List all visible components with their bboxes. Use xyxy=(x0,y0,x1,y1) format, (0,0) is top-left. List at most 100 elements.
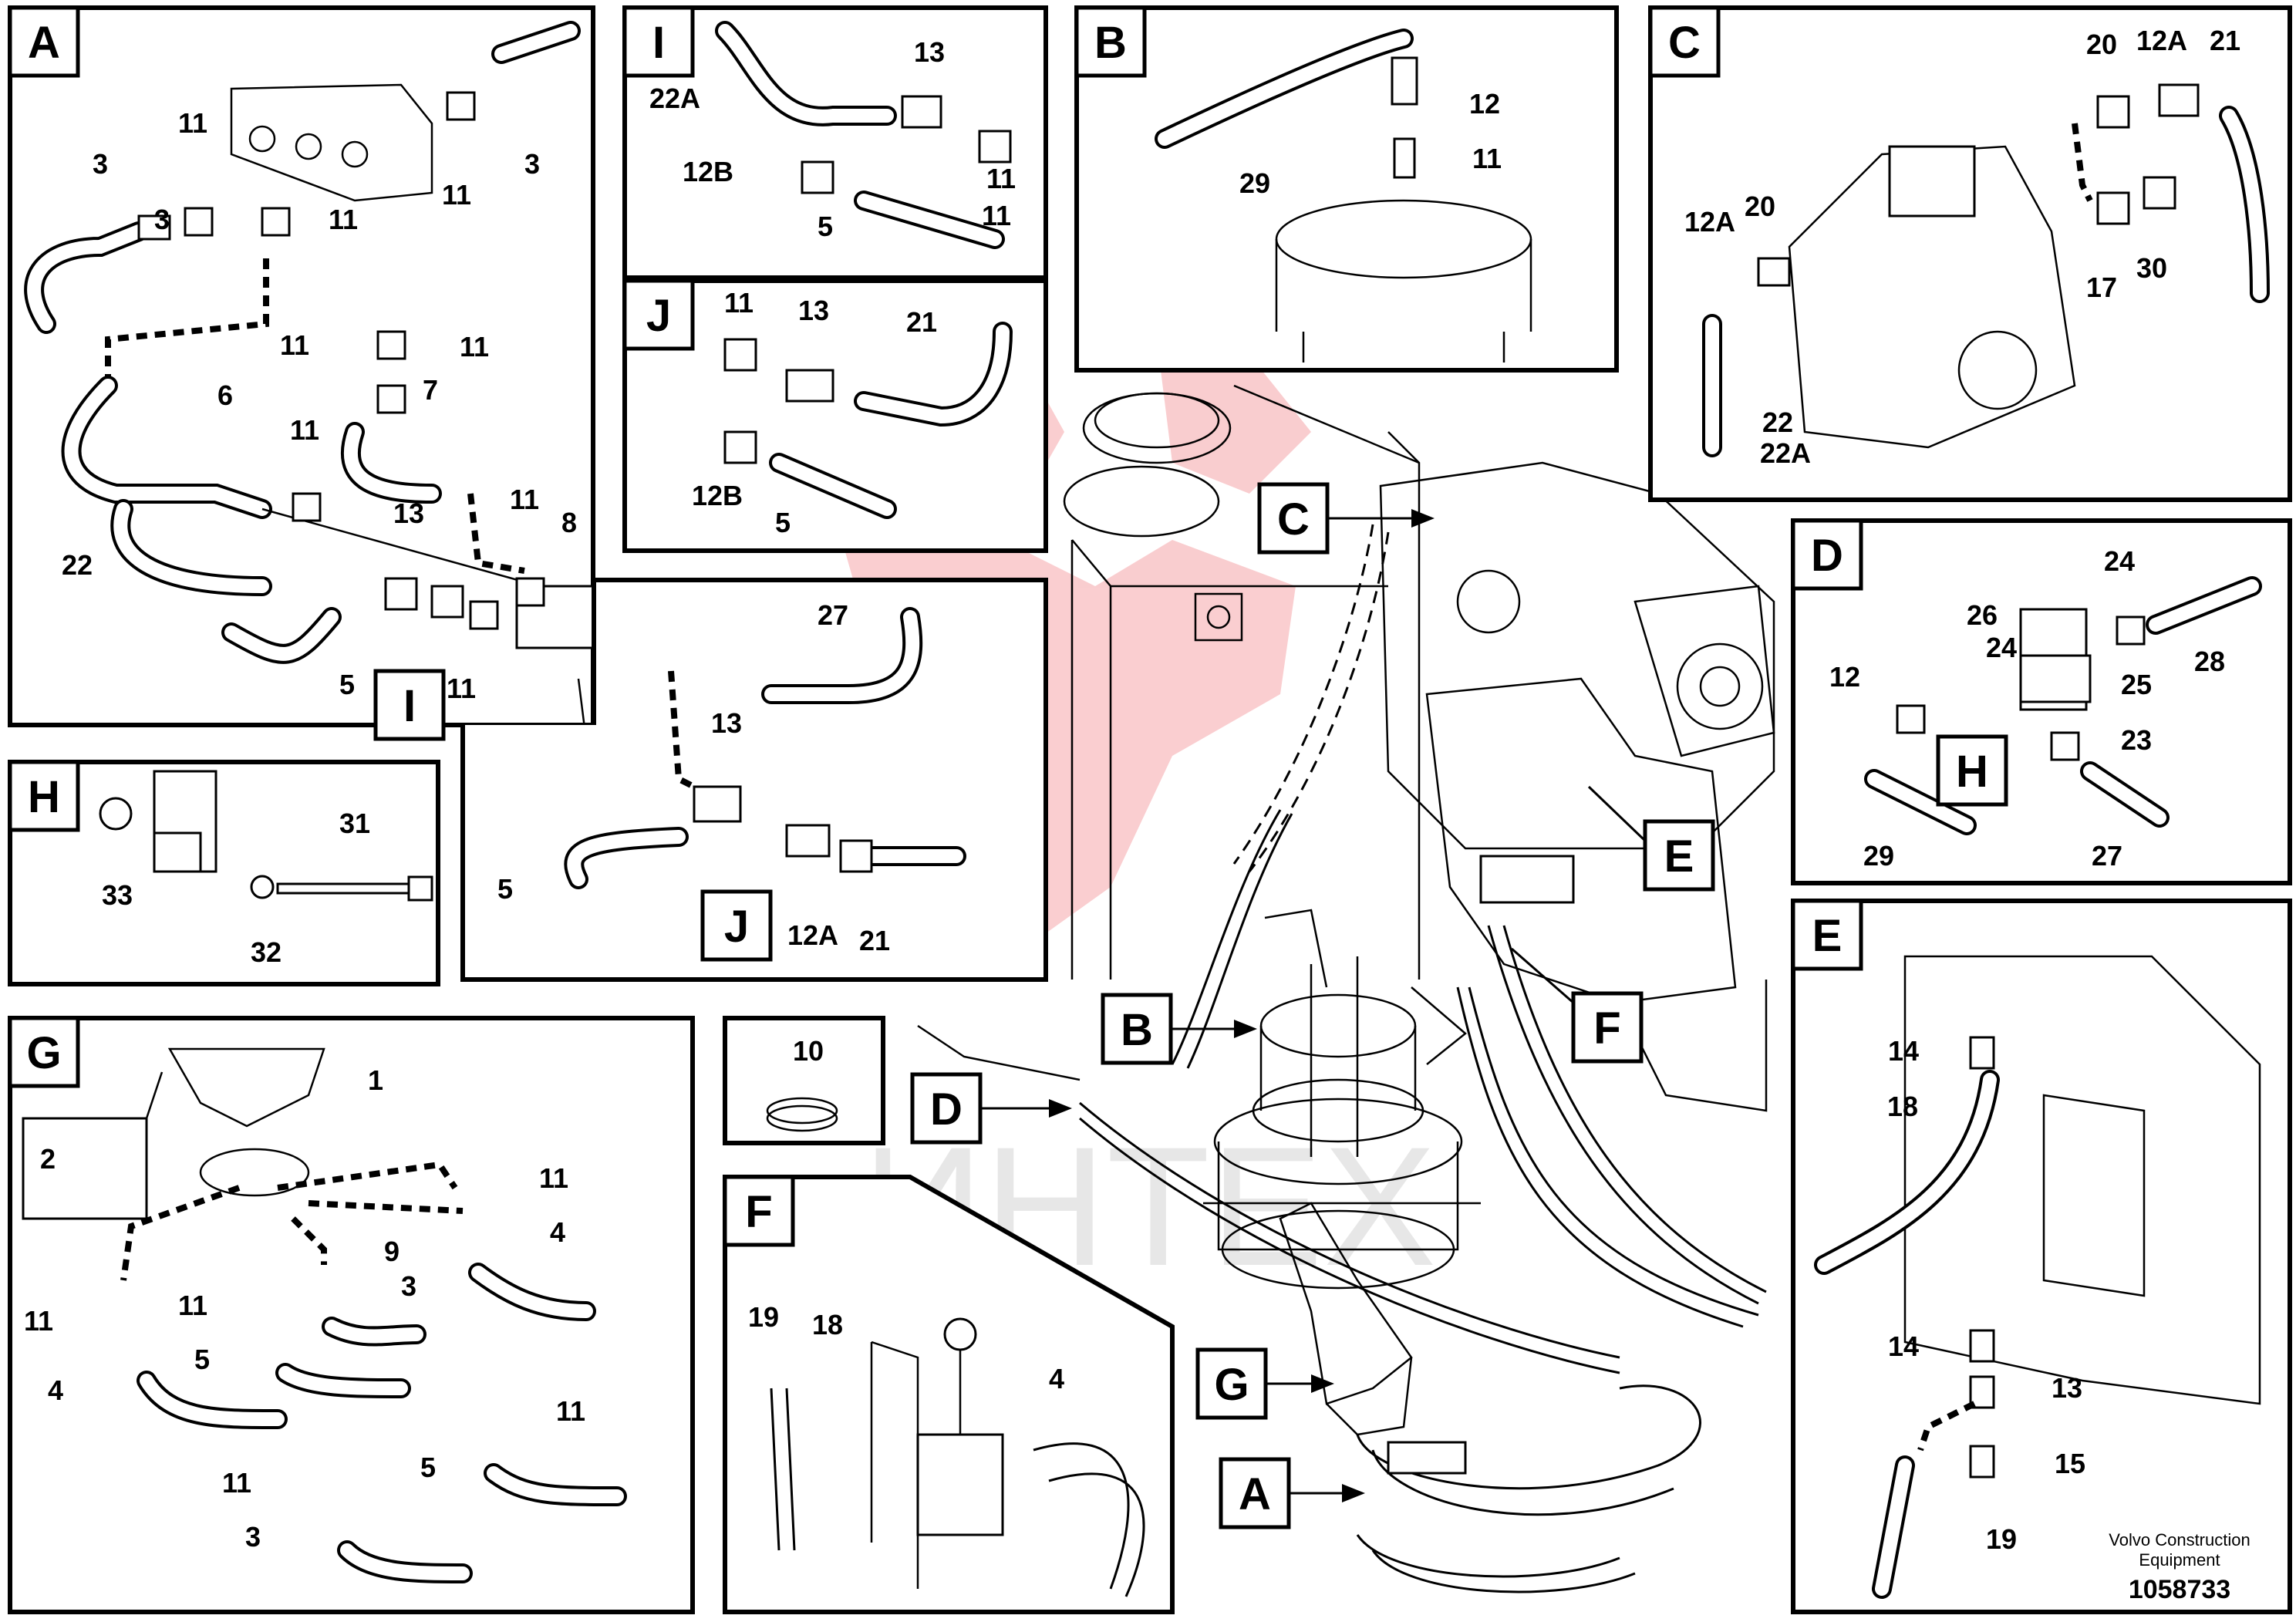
svg-text:21: 21 xyxy=(906,306,937,338)
inset-b: B 12 11 29 xyxy=(1074,5,1619,373)
svg-text:C: C xyxy=(1668,18,1701,68)
svg-text:18: 18 xyxy=(812,1309,843,1340)
svg-text:12B: 12B xyxy=(683,156,733,187)
main-callout-f: F xyxy=(1511,947,1644,1064)
svg-text:12: 12 xyxy=(1829,661,1860,693)
svg-text:F: F xyxy=(745,1187,772,1237)
main-callout-c: C xyxy=(1257,482,1435,555)
inset-g: G 1 2 11 4 9 3 11 11 4 5 11 5 11 3 xyxy=(8,1016,695,1614)
svg-text:30: 30 xyxy=(2136,252,2167,284)
svg-text:11: 11 xyxy=(724,287,754,319)
svg-text:22A: 22A xyxy=(1760,437,1811,469)
svg-text:3: 3 xyxy=(154,204,170,235)
svg-text:25: 25 xyxy=(2121,669,2152,700)
svg-text:29: 29 xyxy=(1239,167,1270,199)
svg-text:14: 14 xyxy=(1888,1330,1919,1362)
svg-text:28: 28 xyxy=(2194,646,2225,677)
svg-text:3: 3 xyxy=(245,1521,261,1553)
main-callout-b: B xyxy=(1101,993,1257,1065)
svg-text:27: 27 xyxy=(818,599,848,631)
svg-text:18: 18 xyxy=(1887,1091,1918,1122)
svg-text:29: 29 xyxy=(1863,840,1894,872)
credit-block: Volvo Construction Equipment 1058733 xyxy=(2071,1519,2287,1608)
svg-text:I: I xyxy=(652,18,665,68)
svg-text:D: D xyxy=(1811,531,1843,581)
svg-text:32: 32 xyxy=(251,936,282,968)
svg-text:G: G xyxy=(26,1028,61,1078)
svg-text:12A: 12A xyxy=(787,919,838,951)
svg-text:Volvo Construction: Volvo Construction xyxy=(2109,1530,2250,1549)
svg-text:I: I xyxy=(403,681,416,731)
svg-text:24: 24 xyxy=(1986,632,2017,663)
svg-text:22: 22 xyxy=(1762,406,1793,438)
svg-text:7: 7 xyxy=(423,374,438,406)
main-callout-e: E xyxy=(1587,785,1715,892)
inset-h: H 31 33 32 xyxy=(8,760,440,986)
svg-text:8: 8 xyxy=(561,507,577,538)
svg-text:19: 19 xyxy=(748,1301,779,1333)
svg-text:11: 11 xyxy=(178,107,207,139)
svg-text:D: D xyxy=(930,1084,963,1135)
inset-i: I 13 22A 12B 11 5 11 xyxy=(622,5,1048,280)
svg-text:21: 21 xyxy=(2210,25,2240,56)
svg-text:31: 31 xyxy=(339,808,370,839)
svg-text:B: B xyxy=(1121,1005,1153,1055)
svg-text:9: 9 xyxy=(384,1236,400,1267)
svg-text:33: 33 xyxy=(102,879,133,911)
inset-j: J 11 13 21 12B 5 xyxy=(622,278,1048,553)
svg-text:A: A xyxy=(1239,1469,1271,1519)
svg-text:12B: 12B xyxy=(692,480,743,511)
inset-part-10: 10 xyxy=(723,1016,885,1145)
svg-text:1: 1 xyxy=(368,1064,383,1096)
inset-f: F 19 18 4 xyxy=(723,1175,1175,1614)
main-callout-g: G xyxy=(1195,1347,1334,1420)
svg-text:12: 12 xyxy=(1469,88,1500,120)
svg-text:3: 3 xyxy=(524,148,540,180)
svg-text:13: 13 xyxy=(798,295,829,326)
svg-text:5: 5 xyxy=(420,1452,436,1483)
svg-text:Equipment: Equipment xyxy=(2139,1550,2220,1570)
svg-text:13: 13 xyxy=(914,36,945,68)
svg-text:4: 4 xyxy=(1049,1363,1064,1394)
svg-text:10: 10 xyxy=(793,1035,824,1067)
svg-text:F: F xyxy=(1593,1003,1620,1054)
svg-text:11: 11 xyxy=(178,1290,207,1321)
svg-text:13: 13 xyxy=(2052,1372,2082,1404)
svg-text:11: 11 xyxy=(280,329,309,361)
svg-text:11: 11 xyxy=(24,1305,53,1337)
svg-text:11: 11 xyxy=(1472,143,1502,174)
svg-text:11: 11 xyxy=(442,179,471,211)
svg-text:5: 5 xyxy=(339,669,355,700)
main-callout-a: A xyxy=(1219,1457,1365,1529)
svg-text:6: 6 xyxy=(217,379,233,411)
svg-text:A: A xyxy=(28,18,60,68)
svg-text:J: J xyxy=(724,902,749,952)
svg-text:13: 13 xyxy=(711,707,742,739)
svg-text:22A: 22A xyxy=(649,83,700,114)
svg-text:3: 3 xyxy=(93,148,108,180)
svg-text:11: 11 xyxy=(986,163,1016,194)
svg-text:11: 11 xyxy=(510,484,539,515)
svg-text:11: 11 xyxy=(539,1162,568,1194)
svg-text:24: 24 xyxy=(2104,545,2135,577)
svg-text:5: 5 xyxy=(775,507,791,538)
svg-text:11: 11 xyxy=(447,673,476,704)
svg-text:11: 11 xyxy=(556,1395,585,1427)
inset-c: C 20 12A 21 12A 20 17 30 22 22A xyxy=(1648,5,2292,502)
svg-text:E: E xyxy=(1664,831,1694,882)
main-machine-drawing xyxy=(917,384,1775,1593)
svg-text:11: 11 xyxy=(222,1467,251,1499)
svg-text:3: 3 xyxy=(401,1270,416,1302)
svg-text:11: 11 xyxy=(290,414,319,446)
svg-text:20: 20 xyxy=(2086,29,2117,60)
svg-text:12A: 12A xyxy=(1684,206,1735,238)
svg-text:12A: 12A xyxy=(2136,25,2187,56)
svg-text:11: 11 xyxy=(329,204,358,235)
svg-text:5: 5 xyxy=(497,873,513,905)
svg-text:19: 19 xyxy=(1986,1523,2017,1555)
svg-text:4: 4 xyxy=(550,1216,565,1248)
svg-text:27: 27 xyxy=(2092,840,2122,872)
svg-text:23: 23 xyxy=(2121,724,2152,756)
main-callout-d: D xyxy=(910,1072,1072,1145)
